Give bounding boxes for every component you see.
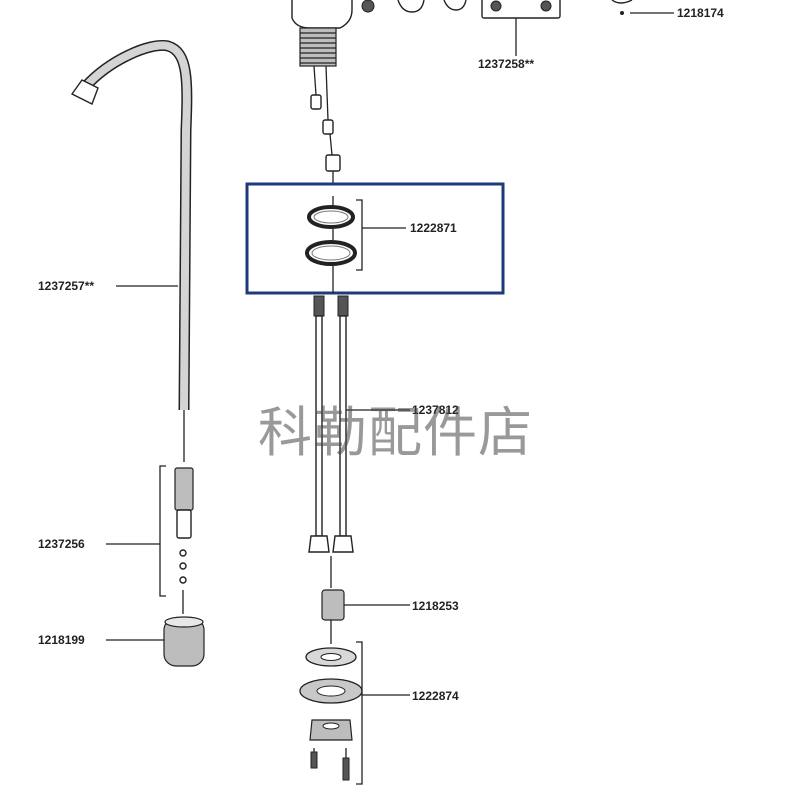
part-1222874-mounting-kit xyxy=(299,641,410,785)
label-1237812: 1237812 xyxy=(412,403,459,417)
part-1218174 xyxy=(611,0,674,15)
label-1218253: 1218253 xyxy=(412,599,459,613)
label-1222871: 1222871 xyxy=(410,221,457,235)
part-1222871-orings xyxy=(305,196,406,293)
label-1237256: 1237256 xyxy=(38,537,85,551)
part-1237257-spout-hose xyxy=(70,39,193,462)
part-1237812-hoses xyxy=(308,295,410,553)
label-1237257: 1237257** xyxy=(38,279,94,293)
highlight-box xyxy=(245,182,505,295)
part-1237258 xyxy=(481,0,561,56)
shank-threads xyxy=(300,32,336,64)
part-1237256-connector xyxy=(106,465,194,614)
part-1218253-coupling xyxy=(321,556,410,644)
label-1237258: 1237258** xyxy=(478,57,534,71)
label-1218199: 1218199 xyxy=(38,633,85,647)
part-1218199-weight xyxy=(106,616,205,667)
faucet-body xyxy=(291,0,467,184)
label-1218174: 1218174 xyxy=(677,6,724,20)
watermark: 科勒配件店 xyxy=(258,401,533,464)
label-1222874: 1222874 xyxy=(412,689,459,703)
